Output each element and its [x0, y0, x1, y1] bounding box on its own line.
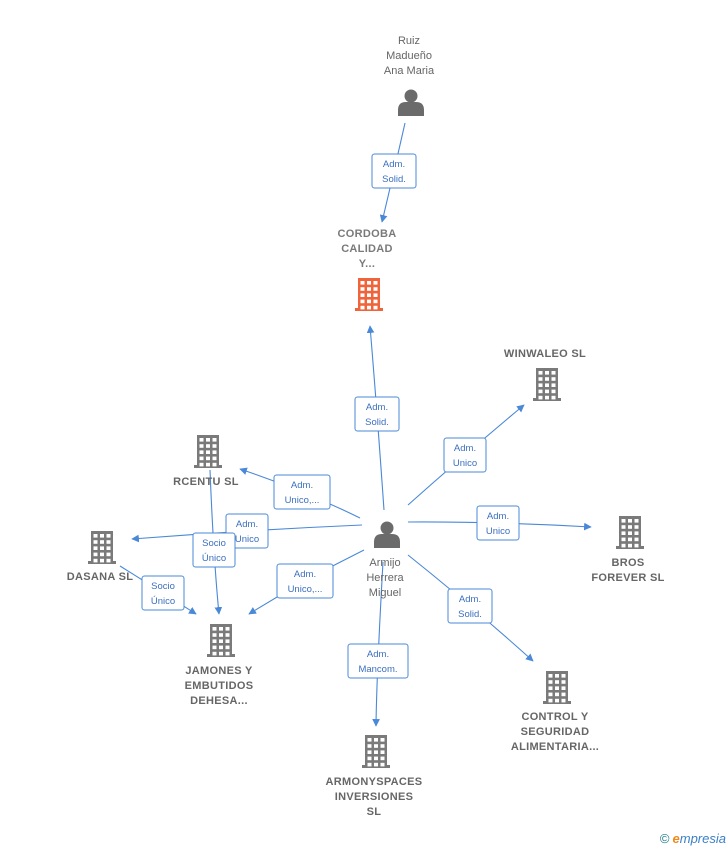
edge-label-armijo-bros[interactable]: Adm. Unico: [476, 505, 520, 541]
ruiz-person-icon[interactable]: [398, 89, 424, 117]
ruiz-label[interactable]: Madueño: [386, 50, 432, 62]
control-building-icon[interactable]: [543, 671, 571, 704]
control-label[interactable]: CONTROL Y: [521, 711, 588, 723]
copyright-symbol: ©: [659, 831, 670, 846]
rcentu-building-icon[interactable]: [194, 435, 222, 468]
armony-label[interactable]: ARMONYSPACES: [326, 776, 423, 788]
footer-brand[interactable]: ©empresia: [660, 831, 726, 846]
edge-label-ruiz-cordoba[interactable]: Adm. Solid.: [371, 153, 417, 189]
dasana-building-icon[interactable]: [88, 531, 116, 564]
winwaleo-building-icon[interactable]: [533, 368, 561, 401]
control-label[interactable]: ALIMENTARIA...: [511, 741, 599, 753]
edge-label-line: Solid.: [458, 609, 482, 620]
armony-label[interactable]: INVERSIONES: [335, 791, 414, 803]
dasana-label[interactable]: DASANA SL: [67, 571, 133, 583]
brand-name: mpresia: [679, 831, 726, 846]
cordoba-label[interactable]: Y...: [359, 258, 376, 270]
edge-label-line: Unico,...: [285, 495, 320, 506]
bros-label[interactable]: BROS: [612, 557, 645, 569]
edge-label-armijo-jamones[interactable]: Adm. Unico,...: [276, 563, 334, 599]
edge-label-line: Adm.: [294, 569, 316, 580]
bros-building-icon[interactable]: [616, 516, 644, 549]
cordoba-building-icon[interactable]: [355, 278, 383, 311]
armijo-person-icon[interactable]: [374, 521, 400, 549]
edge-labels-layer: Adm.Solid.Adm.Solid.Adm.UnicoAdm.Unico,.…: [141, 153, 520, 679]
jamones-label[interactable]: EMBUTIDOS: [185, 680, 254, 692]
jamones-label[interactable]: JAMONES Y: [185, 665, 253, 677]
armijo-label[interactable]: Herrera: [366, 572, 404, 584]
edge-label-armijo-dasana[interactable]: Adm. Unico: [225, 513, 269, 549]
armijo-label[interactable]: Miguel: [369, 587, 401, 599]
armijo-label[interactable]: Armijo: [369, 557, 400, 569]
jamones-building-icon[interactable]: [207, 624, 235, 657]
edge-label-line: Adm.: [367, 649, 389, 660]
winwaleo-label[interactable]: WINWALEO SL: [504, 348, 586, 360]
edge-label-line: Adm.: [487, 511, 509, 522]
armony-label[interactable]: SL: [367, 806, 382, 818]
jamones-label[interactable]: DEHESA...: [190, 695, 248, 707]
brand-initial: e: [672, 831, 680, 846]
edge-label-line: Socio: [202, 538, 226, 549]
edge-label-line: Mancom.: [358, 664, 397, 675]
edge-label-line: Adm.: [291, 480, 313, 491]
cordoba-label[interactable]: CALIDAD: [341, 243, 393, 255]
edge-label-armijo-winwaleo[interactable]: Adm. Unico: [443, 437, 487, 473]
edge-label-line: Socio: [151, 581, 175, 592]
edge-label-line: Adm.: [236, 519, 258, 530]
edge-label-line: Unico: [486, 526, 510, 537]
ruiz-label[interactable]: Ana Maria: [384, 65, 435, 77]
edge-label-line: Adm.: [383, 159, 405, 170]
edge-label-armijo-rcentu[interactable]: Adm. Unico,...: [273, 474, 331, 510]
edge-label-line: Adm.: [459, 594, 481, 605]
edge-label-line: Solid.: [382, 174, 406, 185]
edge-label-line: Único: [202, 553, 226, 564]
rcentu-label[interactable]: RCENTU SL: [173, 476, 239, 488]
edge-label-line: Solid.: [365, 417, 389, 428]
edge-label-line: Unico: [235, 534, 259, 545]
bros-label[interactable]: FOREVER SL: [591, 572, 664, 584]
ruiz-label[interactable]: Ruiz: [398, 35, 420, 47]
edge-label-line: Unico: [453, 458, 477, 469]
edge-label-line: Adm.: [366, 402, 388, 413]
edge-label-armijo-cordoba[interactable]: Adm. Solid.: [354, 396, 400, 432]
edge-label-armijo-armony[interactable]: Adm. Mancom.: [347, 643, 409, 679]
edge-label-line: Único: [151, 596, 175, 607]
control-label[interactable]: SEGURIDAD: [521, 726, 590, 738]
edge-label-armijo-control[interactable]: Adm. Solid.: [447, 588, 493, 624]
edge-label-line: Adm.: [454, 443, 476, 454]
cordoba-label[interactable]: CORDOBA: [338, 228, 397, 240]
armony-building-icon[interactable]: [362, 735, 390, 768]
edge-label-line: Unico,...: [288, 584, 323, 595]
